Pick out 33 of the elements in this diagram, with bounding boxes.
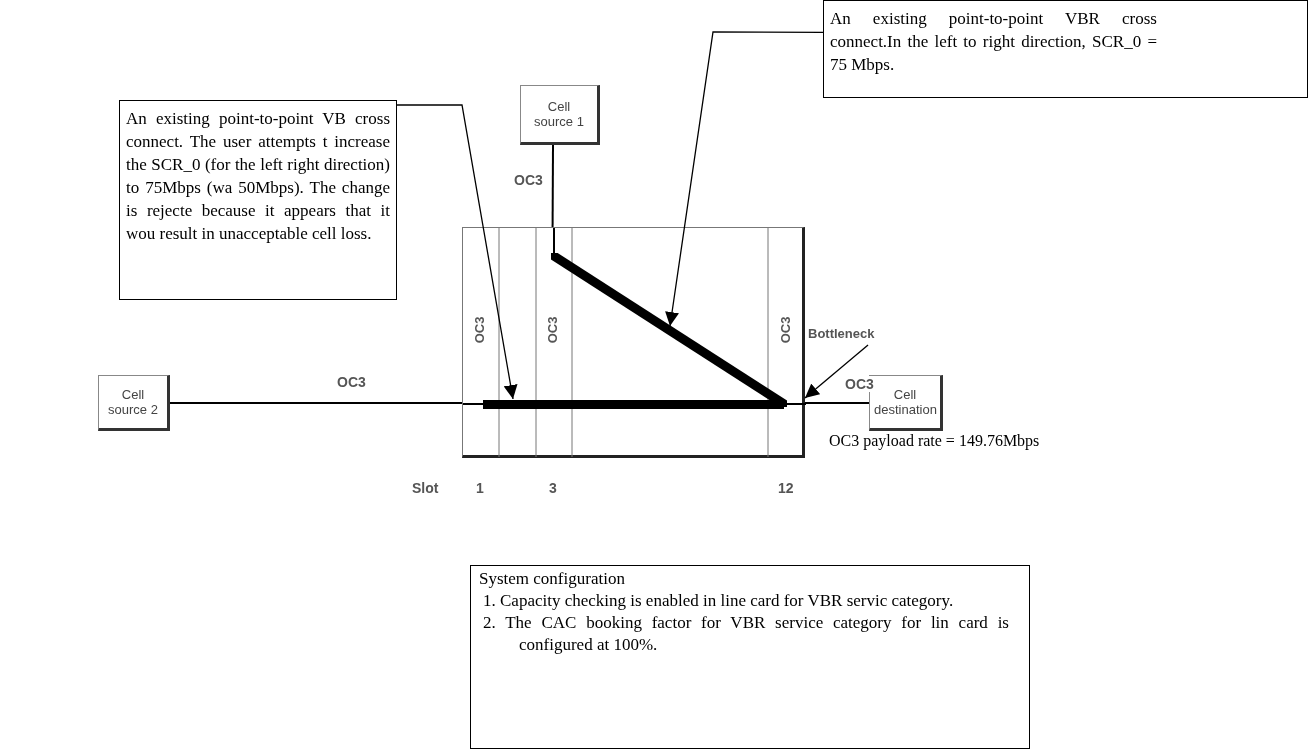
callout-text: An existing point-to-point VBR cross connect.In the left to right direction, SCR_0 = 75 Mbps. [830,8,1157,76]
note-heading: System configuration [479,568,626,590]
chassis-box [462,227,805,458]
card-label: OC3 [473,316,487,344]
device-box [98,375,170,431]
leader-arrow [396,104,518,400]
leader-arrow [804,344,869,399]
connection-line [169,402,463,404]
edge-label: OC3 [512,172,545,188]
leader-arrow [665,31,824,327]
device-label: Cell source 2 [107,387,159,417]
device-box [520,85,600,145]
slot-label: 3 [549,479,557,498]
connection-line [551,144,554,228]
note-item: 1. Capacity checking is enabled in line card for VBR servic category. [482,590,955,612]
cross-connect-bar [483,400,784,409]
callout-box [823,0,1308,98]
slot-label: Slot [412,479,439,498]
slot-label: 1 [476,479,484,498]
slot-label: 12 [778,479,794,498]
card-label: OC3 [779,316,793,344]
callout-text: An existing point-to-point VB cross connect. The user attempts t increase the SCR_0 (for the left right direction) to 75Mbps (wa 50Mbps). The change is rejecte because it appears that it wou result in unacceptable cell loss. [126,108,390,245]
bottleneck-label: Bottleneck [808,325,884,345]
device-label: Cell destination [874,387,936,417]
edge-label: OC3 [843,376,876,392]
device-label: Cell source 1 [533,99,585,129]
edge-label: OC3 [335,374,368,390]
note-box [470,565,1030,749]
card-label: OC3 [546,316,560,344]
connection-line [804,402,870,404]
callout-box [119,100,397,300]
note-item: 2. The CAC booking factor for VBR service category for lin card is configured at 100%. [482,612,1009,656]
rate-note: OC3 payload rate = 149.76Mbps [829,431,1040,452]
